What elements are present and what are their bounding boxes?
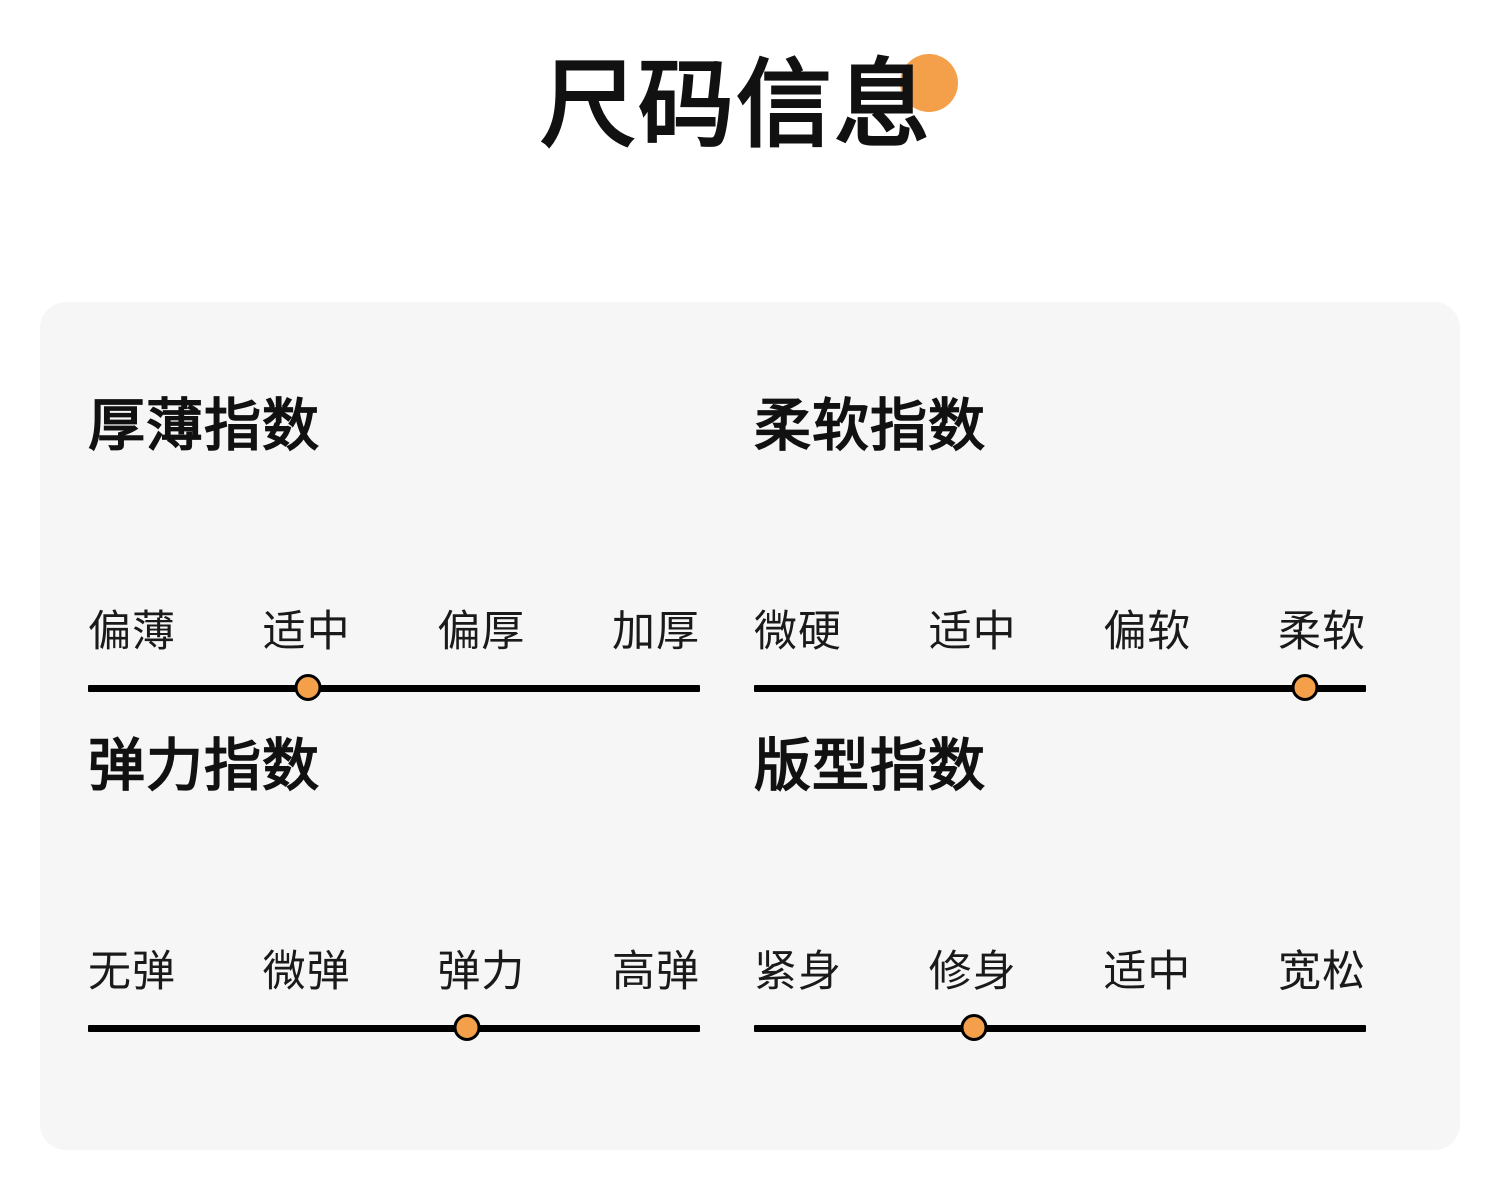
scale-label[interactable]: 适中 [262,607,351,656]
scale-slider[interactable] [88,1014,700,1042]
scale-slider[interactable] [754,1014,1366,1042]
index-heading: 柔软指数 [754,394,986,458]
scale-track[interactable] [88,685,700,692]
scale-thumb[interactable] [960,1014,988,1041]
index-heading: 版型指数 [754,734,986,798]
orange-circle-icon [900,54,958,112]
index-heading: 弹力指数 [88,734,320,798]
scale-track[interactable] [88,1025,700,1032]
scale-thumb[interactable] [294,674,322,701]
index-heading: 厚薄指数 [88,394,320,458]
scale-label[interactable]: 紧身 [754,947,842,996]
scale-label[interactable]: 适中 [1103,947,1192,996]
page-title: 尺码信息 [540,52,932,159]
scale-label[interactable]: 微弹 [262,947,351,996]
scale-label[interactable]: 偏薄 [88,607,176,656]
scale-labels: 微硬 适中 偏软 柔软 [754,608,1366,656]
scale-label[interactable]: 宽松 [1277,947,1366,996]
scale-labels: 无弹 微弹 弹力 高弹 [88,948,700,996]
index-block-elasticity: 弹力指数 无弹 微弹 弹力 高弹 [88,738,754,1078]
scale-label[interactable]: 偏厚 [437,607,526,656]
scale-track[interactable] [754,685,1366,692]
scale-label[interactable]: 加厚 [611,607,700,656]
size-info-card: 厚薄指数 偏薄 适中 偏厚 加厚 柔软指数 微硬 适中 [40,302,1460,1150]
scale-label[interactable]: 修身 [928,947,1017,996]
scale-label[interactable]: 高弹 [611,947,700,996]
scale-area: 无弹 微弹 弹力 高弹 [88,948,700,1042]
scale-area: 偏薄 适中 偏厚 加厚 [88,608,700,702]
index-grid: 厚薄指数 偏薄 适中 偏厚 加厚 柔软指数 微硬 适中 [40,302,1460,1150]
scale-label[interactable]: 无弹 [88,947,176,996]
scale-label[interactable]: 偏软 [1103,607,1192,656]
scale-labels: 紧身 修身 适中 宽松 [754,948,1366,996]
scale-area: 紧身 修身 适中 宽松 [754,948,1366,1042]
index-block-softness: 柔软指数 微硬 适中 偏软 柔软 [754,398,1420,738]
scale-thumb[interactable] [453,1014,481,1041]
scale-label[interactable]: 微硬 [754,607,842,656]
page-header: 尺码信息 [0,0,1500,302]
scale-area: 微硬 适中 偏软 柔软 [754,608,1366,702]
scale-label[interactable]: 适中 [928,607,1017,656]
index-block-thickness: 厚薄指数 偏薄 适中 偏厚 加厚 [88,398,754,738]
scale-thumb[interactable] [1291,674,1319,701]
scale-slider[interactable] [754,674,1366,702]
scale-slider[interactable] [88,674,700,702]
page-title-wrapper: 尺码信息 [540,36,960,164]
scale-track[interactable] [754,1025,1366,1032]
scale-labels: 偏薄 适中 偏厚 加厚 [88,608,700,656]
index-block-fit: 版型指数 紧身 修身 适中 宽松 [754,738,1420,1078]
scale-label[interactable]: 弹力 [437,947,526,996]
scale-label[interactable]: 柔软 [1277,607,1366,656]
